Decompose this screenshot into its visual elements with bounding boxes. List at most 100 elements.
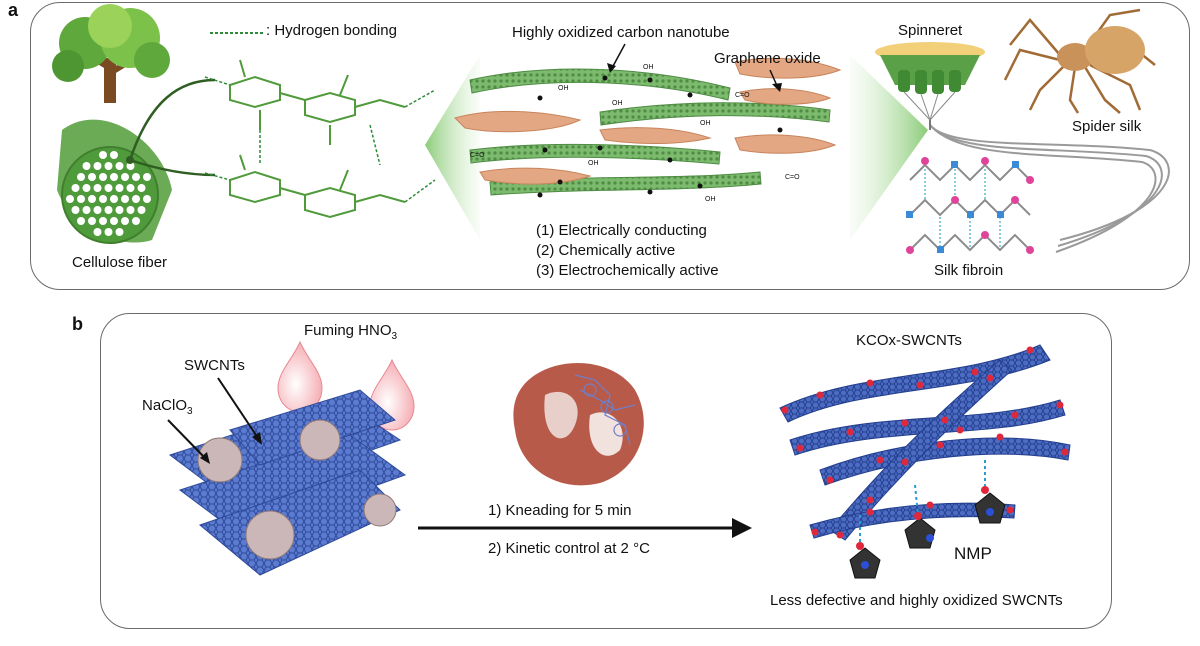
cellulose-chain-diagram [204, 59, 436, 219]
oxygen-group-dot [811, 528, 819, 536]
cellulose-fiber-illustration [57, 119, 172, 244]
nanotube-label: Highly oxidized carbon nanotube [512, 24, 730, 41]
fiber-pore [110, 217, 118, 225]
fiber-pore [110, 195, 118, 203]
fiber-pore [121, 173, 129, 181]
fiber-pore [71, 184, 80, 192]
fiber-pore [132, 173, 140, 181]
fiber-pore [115, 162, 124, 170]
oh-group-label: OH [705, 196, 716, 203]
oxygen-group-dot [876, 456, 884, 464]
naclo3-label: NaClO3 [142, 397, 193, 417]
oxygen-group-dot [986, 374, 994, 382]
fiber-pore [77, 173, 85, 181]
kneaded-mixture-illustration [513, 363, 644, 486]
fiber-pore [132, 195, 140, 203]
silk-fibroin-diagram [906, 157, 1034, 254]
green-funnel-right [850, 55, 928, 240]
oxygen-group-dot [996, 433, 1004, 441]
fiber-pore [143, 195, 151, 203]
fiber-pore [66, 195, 74, 203]
oh-group-label: OH [558, 85, 569, 92]
oxygen-group-dot [1026, 346, 1034, 354]
oxygen-group-dot [956, 426, 964, 434]
fiber-pore [104, 184, 113, 192]
co-group-label: C=O [470, 152, 485, 159]
swcnt-label: SWCNTs [184, 357, 245, 374]
oxygen-group-dot [866, 496, 874, 504]
fiber-pore [121, 195, 129, 203]
fiber-pore [99, 173, 107, 181]
fiber-pore [88, 195, 96, 203]
naclo3-text: NaClO [142, 397, 188, 414]
fiber-pore [82, 206, 91, 214]
fiber-pore [126, 184, 135, 192]
oxygen-group-dot [1006, 506, 1014, 514]
oxygen-group-dot [901, 419, 909, 427]
fiber-pore [104, 228, 113, 236]
oxygen-group-dot [941, 416, 949, 424]
green-funnel-left [425, 55, 480, 240]
oxygen-group-dot [866, 508, 874, 516]
fuming-hno3-text: Fuming HNO [304, 322, 392, 339]
hydrogen-bond-legend-label: : Hydrogen bonding [266, 22, 397, 39]
property-electrochemically-active: (3) Electrochemically active [536, 262, 719, 279]
oxygen-group-dot [781, 406, 789, 414]
fiber-pore [99, 195, 107, 203]
fiber-pore [99, 151, 107, 159]
fiber-pore [93, 162, 102, 170]
fiber-pore [93, 206, 102, 214]
fuming-hno3-label: Fuming HNO3 [304, 322, 397, 342]
step-kneading-label: 1) Kneading for 5 min [488, 502, 632, 519]
spinneret-label: Spinneret [898, 22, 963, 39]
oxygen-group-dot [901, 458, 909, 466]
panel-b-letter: b [72, 314, 83, 334]
nmp-label: NMP [954, 544, 992, 563]
spider-illustration [1003, 8, 1156, 114]
oxygen-group-dot [971, 368, 979, 376]
fiber-pore [126, 162, 135, 170]
oxygen-group-dot [816, 391, 824, 399]
graphene-oxide-label: Graphene oxide [714, 50, 821, 67]
panel-a-letter: a [8, 0, 19, 20]
fiber-pore [99, 217, 107, 225]
fiber-pore [132, 217, 140, 225]
cellulose-fiber-label: Cellulose fiber [72, 254, 168, 271]
oxygen-group-dot [1056, 401, 1064, 409]
oxygen-group-dot [796, 444, 804, 452]
fiber-pore [82, 162, 91, 170]
fiber-pore [110, 151, 118, 159]
fiber-pore [126, 206, 135, 214]
fiber-pore [88, 217, 96, 225]
fiber-pore [115, 184, 124, 192]
co-group-label: C=O [785, 174, 800, 181]
hydrogen-bond-legend-line [210, 32, 265, 34]
silk-fibroin-label: Silk fibroin [934, 262, 1004, 279]
fiber-pore [110, 173, 118, 181]
fiber-pore [71, 206, 80, 214]
oxygen-group-dot [916, 381, 924, 389]
fiber-pore [115, 228, 124, 236]
fiber-pore [121, 217, 129, 225]
tree-illustration [52, 4, 170, 103]
oh-group-label: OH [588, 160, 599, 167]
oxygen-group-dot [926, 501, 934, 509]
fiber-pore [93, 228, 102, 236]
fiber-pore [143, 173, 151, 181]
co-group-label: C=O [735, 92, 750, 99]
fiber-pore [77, 217, 85, 225]
fiber-pore [137, 184, 146, 192]
fiber-pore [82, 184, 91, 192]
fiber-pore [115, 206, 124, 214]
fiber-pore [137, 206, 146, 214]
step-kinetic-control-label: 2) Kinetic control at 2 °C [488, 540, 650, 557]
oh-group-label: OH [612, 100, 623, 107]
fiber-pore [77, 195, 85, 203]
result-label: Less defective and highly oxidized SWCNT… [770, 592, 1063, 609]
